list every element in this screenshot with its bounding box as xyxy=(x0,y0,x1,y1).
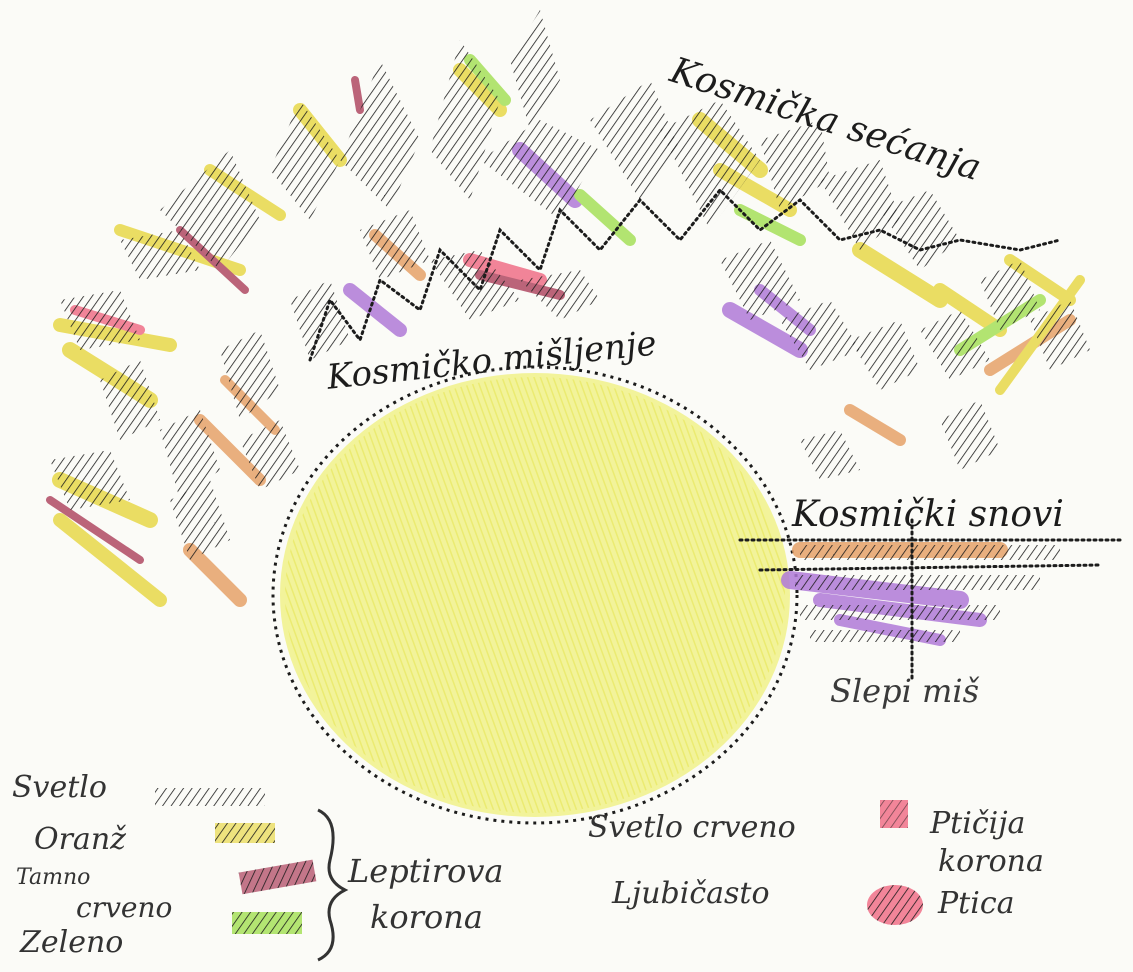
swatch-svetlo-crveno xyxy=(880,800,908,828)
label-kosmicki-snovi: Kosmički snovi xyxy=(792,494,1064,535)
brace-leptirova xyxy=(317,808,349,962)
legend-leptirova-korona-line1: Leptirova xyxy=(348,852,504,890)
legend-pticija-korona-line1: Ptičija xyxy=(930,806,1026,841)
core-crayon-texture xyxy=(285,377,785,813)
legend-svetlo: Svetlo xyxy=(12,770,107,805)
swatch-ljubicasto xyxy=(867,885,923,925)
legend-ljubicasto: Ljubičasto xyxy=(612,876,770,911)
corona-outline xyxy=(308,187,1122,682)
legend-zeleno: Zeleno xyxy=(20,925,124,960)
legend-tamno-crveno-line1: Tamno xyxy=(16,865,91,890)
legend-svetlo-crveno: Svetlo crveno xyxy=(588,810,796,845)
legend-tamno-crveno-line2: crveno xyxy=(76,891,173,924)
swatch-svetlo xyxy=(155,788,265,806)
swatch-zeleno xyxy=(232,912,302,934)
legend-pticija-korona-line2: korona xyxy=(938,844,1044,879)
swatch-tamno-crveno xyxy=(238,859,317,895)
legend-leptirova-korona-line2: korona xyxy=(370,898,483,936)
core-outline xyxy=(271,365,799,825)
swatch-oranz xyxy=(215,823,275,843)
hatched-rays xyxy=(50,10,1090,642)
legend-swatches xyxy=(155,788,923,962)
legend-ptica: Ptica xyxy=(938,886,1015,921)
label-slepi-mis: Slepi miš xyxy=(830,672,979,710)
legend-oranz: Oranž xyxy=(34,822,126,857)
